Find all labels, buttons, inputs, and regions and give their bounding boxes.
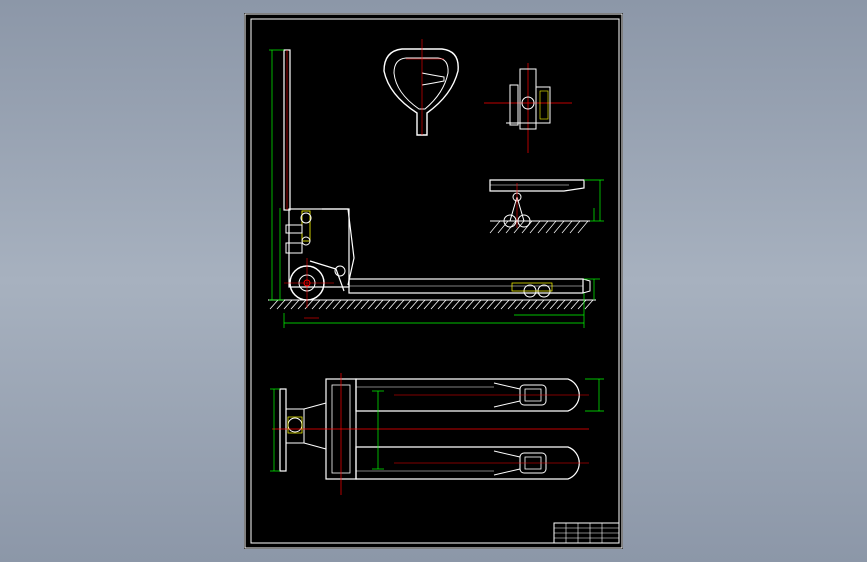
fork-top — [355, 378, 580, 412]
fork-bottom — [355, 446, 580, 480]
inner-border — [250, 18, 620, 544]
outer-border — [244, 13, 623, 549]
handle-detail-view — [383, 39, 459, 136]
pump-body — [288, 208, 350, 288]
hub-detail-view — [484, 63, 572, 153]
plan-view — [270, 373, 604, 495]
side-dimensions — [269, 49, 600, 328]
sheet-background — [244, 13, 623, 549]
fork-tip-detail-view — [489, 179, 604, 234]
ground-hatch — [269, 299, 594, 310]
title-block — [553, 522, 620, 544]
drawing-sheet — [244, 13, 623, 549]
side-view — [268, 49, 600, 328]
